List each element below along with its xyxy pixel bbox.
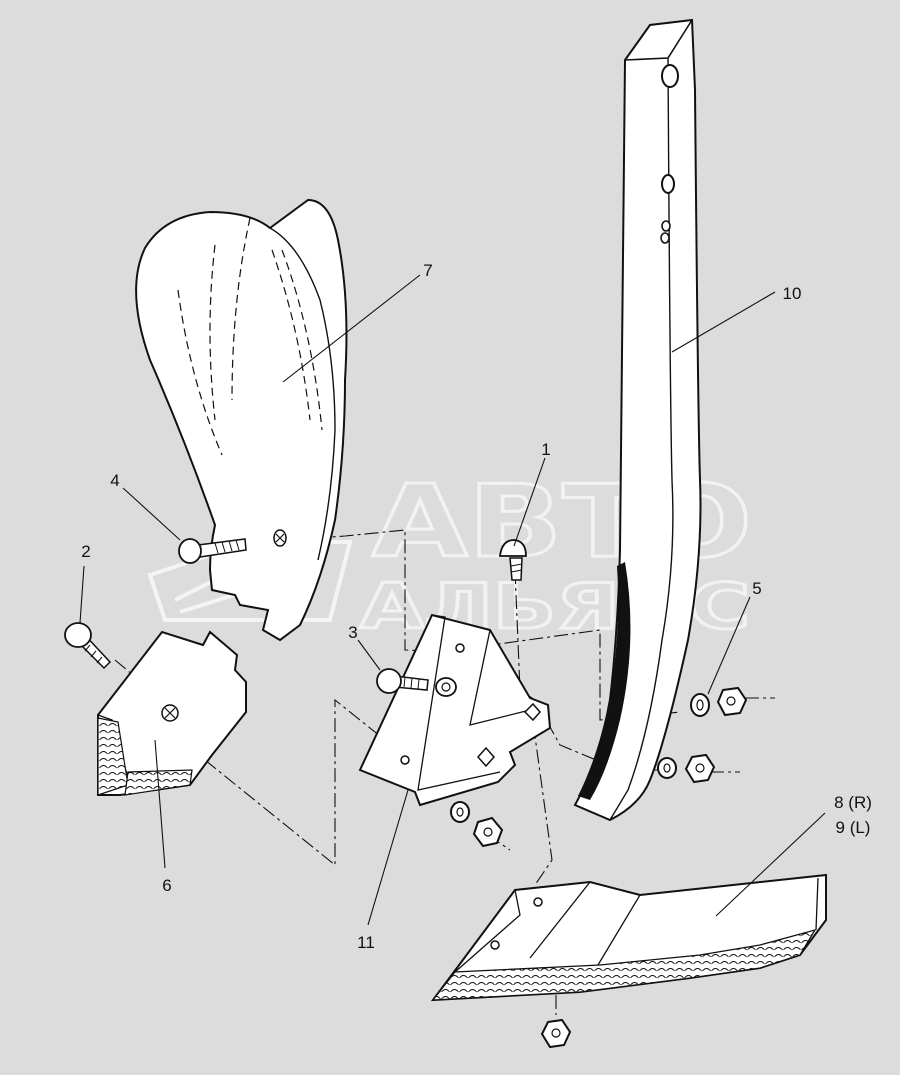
callout-7: 7 — [423, 261, 432, 280]
part-7-moldboard — [135, 198, 348, 642]
callout-1: 1 — [541, 440, 550, 459]
frog-bolt-hole — [455, 643, 465, 653]
callout-6: 6 — [162, 876, 171, 895]
part-3-plow-bolt — [376, 668, 457, 697]
callout-9: 9 (L) — [836, 818, 871, 837]
part-5-washers-nuts — [657, 686, 748, 784]
callout-4: 4 — [110, 471, 119, 490]
shank-bolt-hole — [660, 232, 670, 244]
shank-wear-strip — [578, 562, 631, 800]
callout-2: 2 — [81, 542, 90, 561]
part-8-9-share — [430, 873, 827, 1002]
part-10-shank — [573, 18, 702, 822]
shank-bolt-hole — [661, 174, 675, 194]
part-2-plow-bolt — [64, 622, 112, 670]
leader-lines — [79, 274, 826, 926]
share-bolt-hole — [533, 897, 543, 907]
callout-labels: 1 2 3 4 5 6 7 8 (R) 9 (L) 10 11 — [81, 261, 872, 952]
part-6-point — [97, 630, 247, 796]
share-nut — [540, 1018, 572, 1049]
part-4-plow-bolt — [178, 538, 247, 564]
callout-8: 8 (R) — [834, 793, 872, 812]
callout-5: 5 — [752, 579, 761, 598]
part-11-frog — [358, 613, 552, 807]
frog-bolt-hole — [400, 755, 410, 765]
part-1-plow-bolt — [498, 539, 527, 581]
callout-11: 11 — [357, 933, 375, 952]
callout-3: 3 — [348, 623, 357, 642]
frog-washer-nut — [450, 801, 504, 848]
callout-10: 10 — [783, 284, 802, 303]
shank-bolt-hole — [661, 64, 679, 88]
shank-bolt-hole — [661, 220, 671, 232]
share-bolt-hole — [490, 940, 500, 950]
